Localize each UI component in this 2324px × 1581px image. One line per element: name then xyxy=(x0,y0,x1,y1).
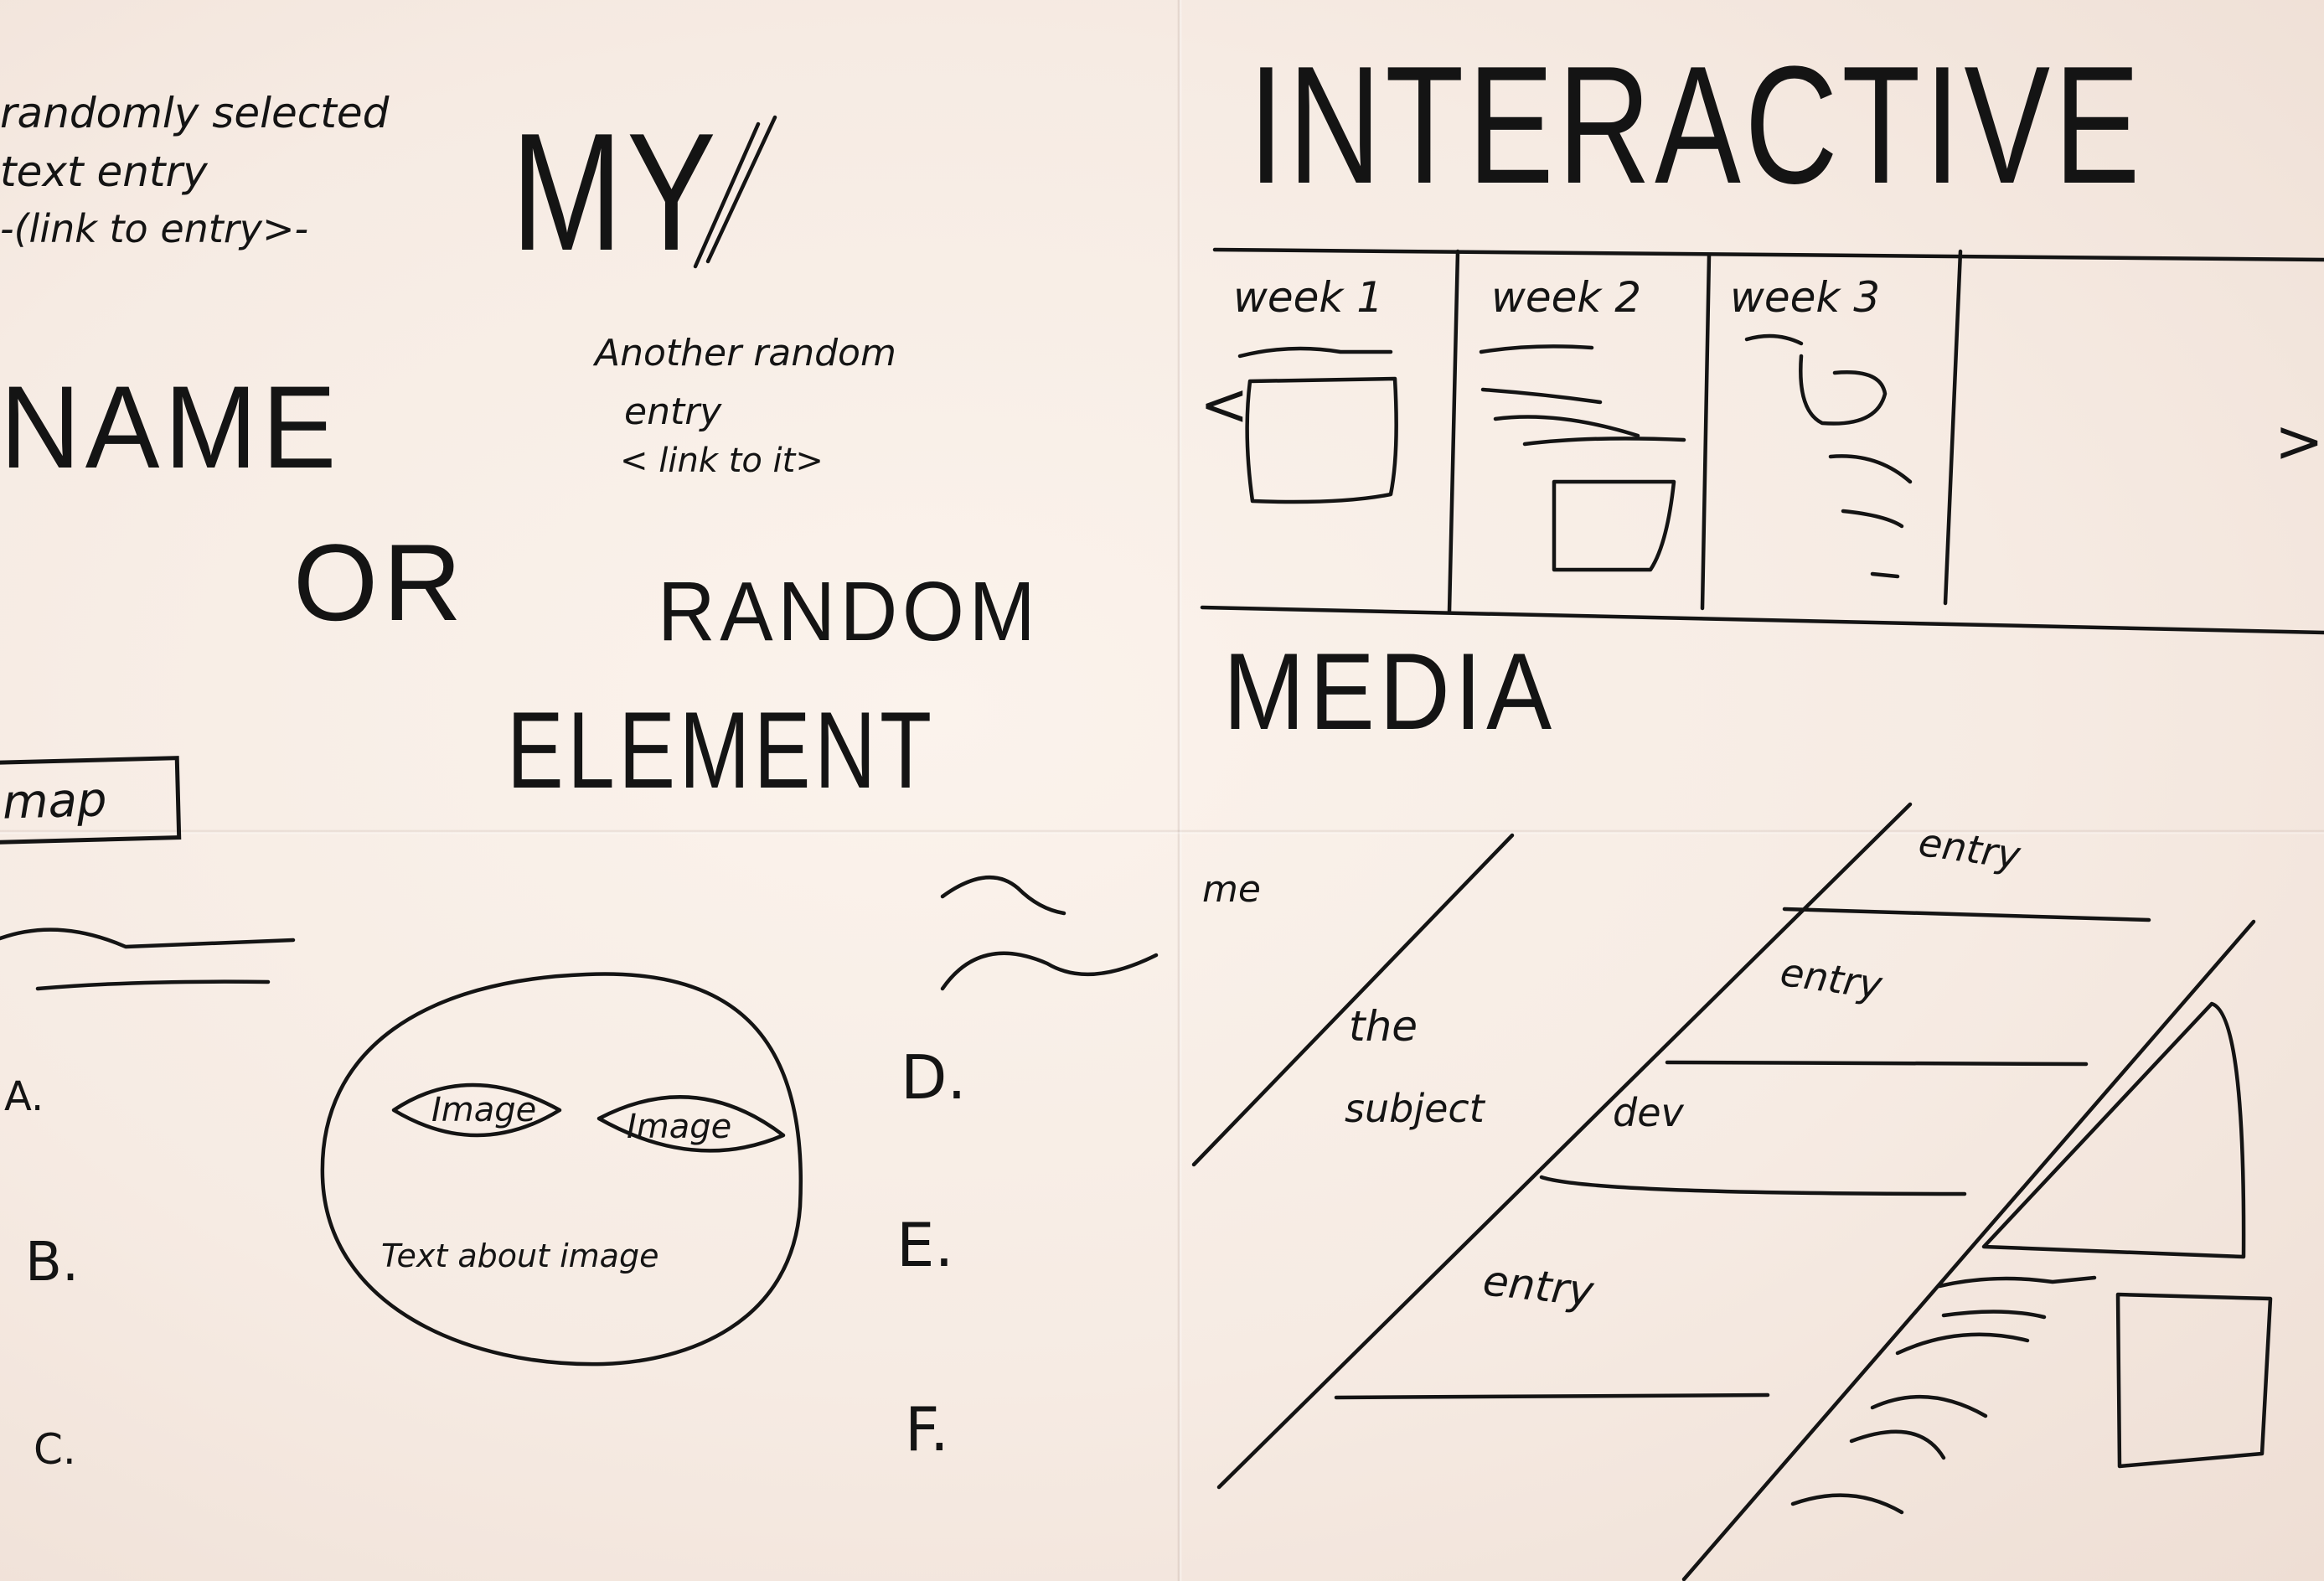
another-entry-line1: Another random xyxy=(595,332,896,375)
image-caption: Text about image xyxy=(381,1237,659,1274)
title-word-element: ELEMENT xyxy=(507,689,936,811)
scribble-line-3 xyxy=(940,875,1066,916)
another-entry-line2: entry xyxy=(624,390,722,433)
list-item-c[interactable]: C. xyxy=(34,1425,76,1474)
week2-scribble-1 xyxy=(1479,344,1594,354)
media-diagonal-1 xyxy=(1191,833,1515,1167)
scribble-line-1 xyxy=(0,927,296,949)
media-scribble-4 xyxy=(1870,1394,1988,1418)
week2-scribble-2 xyxy=(1480,387,1603,405)
title-word-random: RANDOM xyxy=(658,565,1041,659)
tab-week-3[interactable]: week 3 xyxy=(1730,273,1881,322)
random-entry-link[interactable]: -(link to entry>- xyxy=(0,206,309,251)
carousel-divider-2 xyxy=(1700,253,1712,611)
entry-rule-1 xyxy=(1782,907,2151,922)
media-scribble-2 xyxy=(1941,1310,2047,1320)
week3-scribble-2 xyxy=(1828,454,1913,484)
media-diagonal-3 xyxy=(1681,919,2256,1581)
entry-rule-2 xyxy=(1665,1060,2089,1067)
media-scribble-1 xyxy=(1937,1275,2097,1289)
list-item-d[interactable]: D. xyxy=(901,1042,967,1113)
media-scribble-5 xyxy=(1849,1429,1946,1460)
title-word-name: NAME xyxy=(0,361,342,493)
random-entry-line2: text entry xyxy=(0,147,208,196)
tab-week-1[interactable]: week 1 xyxy=(1233,273,1384,322)
entry-rule-4 xyxy=(1334,1392,1770,1400)
list-item-f[interactable]: F. xyxy=(905,1394,949,1465)
my-pen-stroke-2 xyxy=(705,115,777,264)
image-placeholder-1-label: Image xyxy=(431,1091,537,1129)
random-entry-line1: randomly selected xyxy=(0,89,390,137)
entry-rule-3 xyxy=(1539,1175,1967,1196)
week1-scribble xyxy=(1237,346,1393,359)
label-me: me xyxy=(1202,868,1261,911)
another-entry-link[interactable]: < link to it> xyxy=(620,442,824,480)
media-diagonal-2 xyxy=(1216,802,1913,1490)
list-item-e[interactable]: E. xyxy=(896,1210,954,1280)
paper-fold-vertical xyxy=(1177,0,1182,1581)
media-image-box xyxy=(2115,1292,2273,1469)
image-placeholder-2-outline xyxy=(596,1095,786,1153)
week1-image-box xyxy=(1245,376,1398,504)
my-pen-stroke-1 xyxy=(693,121,761,269)
paper-fold-horizontal xyxy=(0,829,2324,834)
title-word-my: MY xyxy=(511,99,720,286)
week2-scribble-3 xyxy=(1493,415,1640,438)
media-scribble-3 xyxy=(1895,1332,2030,1356)
media-triangle xyxy=(1981,1001,2246,1259)
carousel-top-rule xyxy=(1212,247,2324,262)
page-title-interactive: INTERACTIVE xyxy=(1248,32,2145,219)
week3-image-shape xyxy=(1799,354,1888,426)
carousel-divider-3 xyxy=(1943,249,1963,606)
image-card-outline xyxy=(320,972,803,1367)
scribble-line-4 xyxy=(940,951,1159,991)
week3-scribble-3 xyxy=(1841,509,1904,529)
week2-scribble-4 xyxy=(1522,437,1686,447)
week2-image-box xyxy=(1552,479,1676,572)
subject-line1: the xyxy=(1349,1002,1418,1051)
carousel-divider-1 xyxy=(1447,249,1460,614)
carousel-next-arrow[interactable]: > xyxy=(2275,407,2324,476)
media-scribble-6 xyxy=(1790,1493,1904,1515)
carousel-prev-arrow[interactable]: < xyxy=(1200,370,1249,439)
scribble-line-2 xyxy=(35,979,271,991)
section-title-media: MEDIA xyxy=(1223,630,1557,752)
week3-scribble-4 xyxy=(1870,571,1900,579)
image-placeholder-1-outline xyxy=(391,1082,562,1138)
label-dev: dev xyxy=(1613,1090,1684,1135)
carousel-bottom-rule xyxy=(1200,605,2324,635)
list-item-a[interactable]: A. xyxy=(4,1073,44,1120)
title-word-or: OR xyxy=(293,521,467,643)
tab-week-2[interactable]: week 2 xyxy=(1491,273,1642,322)
list-item-b[interactable]: B. xyxy=(25,1232,80,1294)
week3-scribble-1 xyxy=(1744,333,1804,346)
subject-line2: subject xyxy=(1345,1086,1485,1131)
